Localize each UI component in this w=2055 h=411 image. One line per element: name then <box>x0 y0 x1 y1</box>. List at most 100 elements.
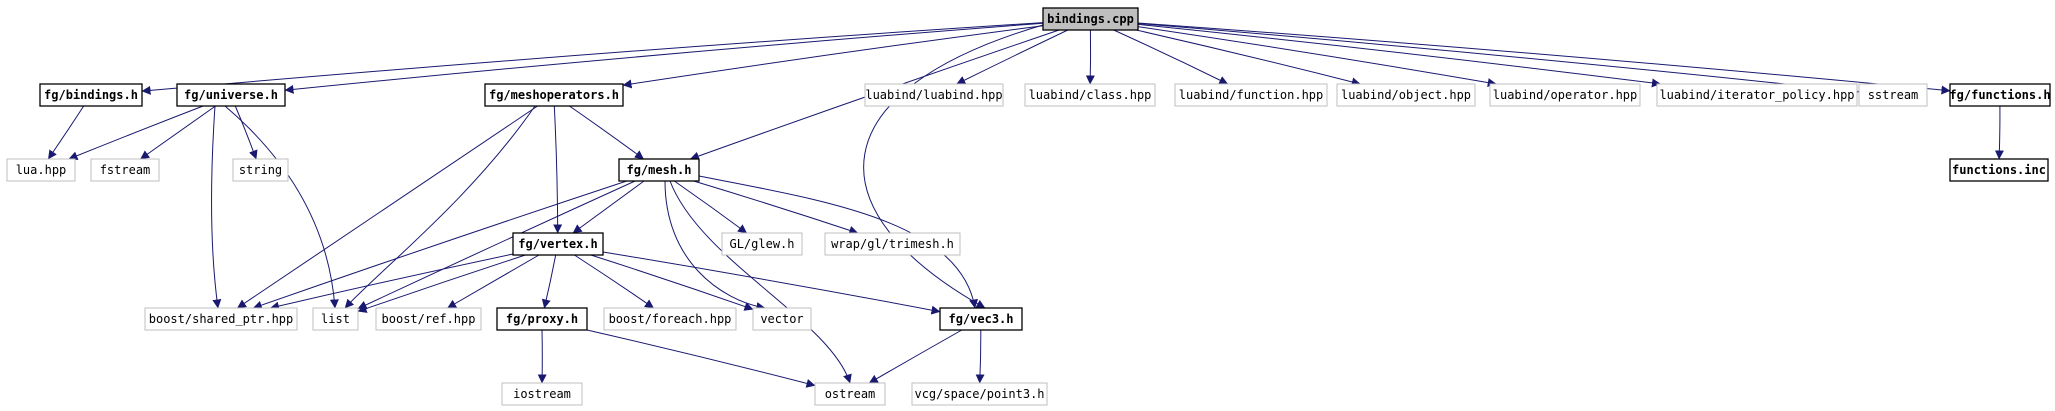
node-label: ostream <box>825 387 876 401</box>
node-fg-functions-h[interactable]: fg/functions.h <box>1949 83 2051 107</box>
node-label: fg/bindings.h <box>44 88 138 102</box>
node-label: fg/functions.h <box>1949 88 2050 102</box>
edge-fg-proxy-h-to-ostream <box>586 329 816 388</box>
edge-fg-mesh-h-to-ostream <box>669 180 852 384</box>
edge-bindings-cpp-to-fg-bindings-h <box>141 22 1044 95</box>
node-luabind-function: luabind/function.hpp <box>1174 83 1328 107</box>
node-box <box>1858 83 1928 107</box>
node-label: fg/mesh.h <box>626 163 691 177</box>
edge-bindings-cpp-to-luabind-luabind <box>956 29 1069 85</box>
node-box <box>752 307 812 331</box>
edge-bindings-cpp-to-fg-universe-h <box>284 22 1044 94</box>
node-box <box>232 158 289 182</box>
node-box <box>501 382 583 406</box>
node-bindings-cpp[interactable]: bindings.cpp <box>1042 7 1139 31</box>
node-fg-vertex-h[interactable]: fg/vertex.h <box>512 232 604 256</box>
node-label: luabind/class.hpp <box>1029 88 1152 102</box>
node-box <box>618 158 700 182</box>
edge-bindings-cpp-to-luabind-operator <box>1137 26 1497 87</box>
edge-fg-mesh-h-to-wrap-trimesh <box>693 180 859 235</box>
node-boost-foreach: boost/foreach.hpp <box>603 307 737 331</box>
node-box <box>176 83 286 107</box>
node-box <box>864 83 1004 107</box>
node-label: functions.inc <box>1952 163 2046 177</box>
edge-fg-vertex-h-to-list <box>357 254 526 313</box>
node-box <box>603 307 737 331</box>
node-wrap-trimesh: wrap/gl/trimesh.h <box>824 232 961 256</box>
edge-bindings-cpp-to-luabind-function <box>1113 29 1229 85</box>
edge-fg-mesh-h-to-boost-shared-ptr <box>252 180 627 310</box>
edge-fg-universe-h-to-fstream <box>140 105 216 160</box>
node-label: fg/vec3.h <box>948 312 1013 326</box>
node-box <box>1949 158 2049 182</box>
node-box <box>39 83 143 107</box>
edge-bindings-cpp-to-fg-meshoperators-h <box>622 25 1044 89</box>
edge-fg-vertex-h-to-boost-shared-ptr <box>269 253 514 311</box>
node-fg-vec3-h[interactable]: fg/vec3.h <box>939 307 1023 331</box>
node-box <box>1336 83 1476 107</box>
node-label: boost/foreach.hpp <box>609 312 732 326</box>
node-fg-bindings-h[interactable]: fg/bindings.h <box>39 83 143 107</box>
node-label: luabind/function.hpp <box>1179 88 1324 102</box>
node-label: fg/vertex.h <box>518 237 597 251</box>
node-gl-glew: GL/glew.h <box>721 232 803 256</box>
edge-fg-universe-h-to-lua-hpp <box>68 105 204 160</box>
edge-fg-vertex-h-to-fg-proxy-h <box>541 254 557 309</box>
node-label: boost/shared_ptr.hpp <box>149 312 294 326</box>
edge-fg-vertex-h-to-vector <box>590 254 754 311</box>
node-luabind-iterator: luabind/iterator_policy.hpp <box>1656 83 1858 107</box>
node-string: string <box>232 158 289 182</box>
node-fg-universe-h[interactable]: fg/universe.h <box>176 83 286 107</box>
edge-fg-mesh-h-to-gl-glew <box>674 180 748 234</box>
node-box <box>375 307 482 331</box>
edge-bindings-cpp-to-luabind-iterator <box>1137 23 1661 88</box>
node-vector: vector <box>752 307 812 331</box>
node-boost-ref: boost/ref.hpp <box>375 307 482 331</box>
edge-layer <box>47 22 2004 388</box>
node-label: fg/meshoperators.h <box>489 88 619 102</box>
node-fstream: fstream <box>90 158 160 182</box>
node-box <box>484 83 624 107</box>
node-box <box>824 232 961 256</box>
edge-fg-meshoperators-h-to-boost-shared-ptr <box>237 105 538 309</box>
node-label: fg/proxy.h <box>506 312 578 326</box>
node-label: luabind/operator.hpp <box>1493 88 1638 102</box>
node-label: fg/universe.h <box>184 88 278 102</box>
node-label: GL/glew.h <box>729 237 794 251</box>
node-box <box>1489 83 1641 107</box>
node-label: iostream <box>513 387 571 401</box>
node-functions-inc[interactable]: functions.inc <box>1949 158 2049 182</box>
edge-fg-meshoperators-h-to-fg-mesh-h <box>569 105 644 160</box>
node-luabind-operator: luabind/operator.hpp <box>1489 83 1641 107</box>
edge-fg-meshoperators-h-to-fg-vertex-h <box>553 105 563 234</box>
node-fg-mesh-h[interactable]: fg/mesh.h <box>618 158 700 182</box>
node-label: fstream <box>100 163 151 177</box>
node-boost-shared-ptr: boost/shared_ptr.hpp <box>144 307 298 331</box>
edge-fg-vertex-h-to-fg-vec3-h <box>602 251 941 315</box>
node-label: luabind/luabind.hpp <box>865 88 1002 102</box>
node-box <box>144 307 298 331</box>
node-box <box>1024 83 1156 107</box>
edge-fg-vertex-h-to-boost-foreach <box>574 254 654 309</box>
node-box <box>721 232 803 256</box>
node-vcg-point3: vcg/space/point3.h <box>911 382 1048 406</box>
node-fg-meshoperators-h[interactable]: fg/meshoperators.h <box>484 83 624 107</box>
node-label: lua.hpp <box>16 163 67 177</box>
node-luabind-luabind: luabind/luabind.hpp <box>864 83 1004 107</box>
edge-bindings-cpp-to-sstream <box>1137 23 1860 96</box>
edge-fg-mesh-h-to-fg-vertex-h <box>572 180 645 234</box>
node-label: list <box>321 312 350 326</box>
node-box <box>1949 83 2051 107</box>
edge-fg-bindings-h-to-lua-hpp <box>47 105 85 160</box>
node-fg-proxy-h[interactable]: fg/proxy.h <box>496 307 588 331</box>
edge-fg-universe-h-to-list <box>224 105 339 309</box>
node-box <box>939 307 1023 331</box>
node-layer: bindings.cpp fg/bindings.h fg/universe.h fg… <box>6 7 2051 406</box>
node-list: list <box>312 307 359 331</box>
edge-fg-functions-h-to-functions-inc <box>1994 105 2004 160</box>
edge-fg-vec3-h-to-ostream <box>868 329 963 384</box>
edge-fg-mesh-h-to-fg-vec3-h <box>698 175 978 309</box>
node-label: boost/ref.hpp <box>382 312 476 326</box>
